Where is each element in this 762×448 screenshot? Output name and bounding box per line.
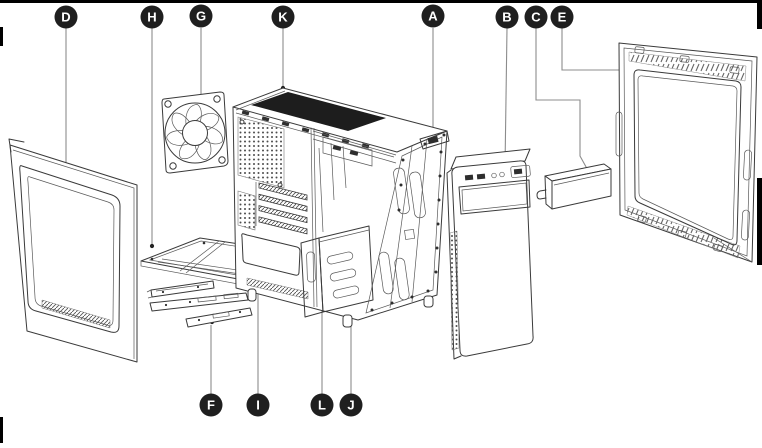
front-frame [365,136,443,314]
callout-i: I [246,393,270,417]
callout-letter-h: H [147,10,156,25]
part-right-side-panel [615,42,758,263]
callout-letter-a: A [428,9,438,24]
callout-letter-k: K [278,10,288,25]
odd-bay-opening [458,179,531,215]
callout-h: H [140,5,164,29]
callout-d: D [54,5,78,29]
callout-letter-b: B [502,10,511,25]
drive-cage [300,225,374,318]
top-mesh-vent [251,92,386,131]
callout-letter-j: J [347,398,354,413]
leader-line-c [535,28,596,184]
callout-letter-l: L [318,398,326,413]
callout-b: B [495,5,519,29]
callout-c: C [524,5,548,29]
callout-letter-i: I [256,398,260,413]
leader-line-e [561,28,623,71]
psu-cutout [241,233,301,276]
part-drive-bay-cover [536,163,612,210]
expansion-slots [258,182,308,235]
callout-letter-c: C [531,10,541,25]
callout-letter-f: F [207,398,215,413]
part-front-bezel [446,148,534,360]
callout-j: J [339,393,363,417]
panel-bottom-vents [626,205,741,259]
callout-a: A [421,4,445,28]
front-io-ports [464,164,531,181]
part-chassis [232,87,450,328]
callout-labels: D H G K A B C E [54,4,574,417]
callout-letter-e: E [558,10,567,25]
callout-k: K [271,5,295,29]
callout-letter-d: D [61,10,70,25]
front-io-bracket [419,130,450,150]
callout-l: L [310,393,334,417]
callout-f: F [199,393,223,417]
callout-e: E [550,5,574,29]
callout-g: G [189,4,213,28]
rear-fan-mesh [237,116,285,189]
part-cooling-fan [161,91,229,174]
part-left-side-panel [8,138,138,363]
panel-top-vents [628,51,747,82]
part-drive-rails [146,280,253,328]
callout-letter-g: G [196,9,206,24]
leader-line-b [504,27,508,169]
bezel-side-vents [449,230,460,351]
